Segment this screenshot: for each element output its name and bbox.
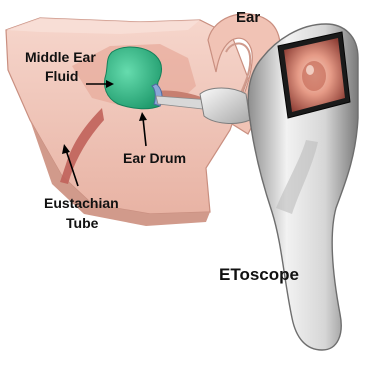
middle-ear-fluid-label-line2: Fluid xyxy=(45,69,78,83)
middle-ear-fluid xyxy=(105,47,162,109)
etoscope-label: EToscope xyxy=(219,266,299,283)
eustachian-tube-label: Eustachian xyxy=(44,196,119,210)
ear-label: Ear xyxy=(236,10,260,25)
middle-ear-fluid-label: Middle Ear xyxy=(25,50,96,64)
etoscope-device xyxy=(248,24,358,350)
ear-drum-label: Ear Drum xyxy=(123,151,186,165)
eardrum-view xyxy=(302,61,326,91)
eustachian-tube-label-line2: Tube xyxy=(66,216,98,230)
